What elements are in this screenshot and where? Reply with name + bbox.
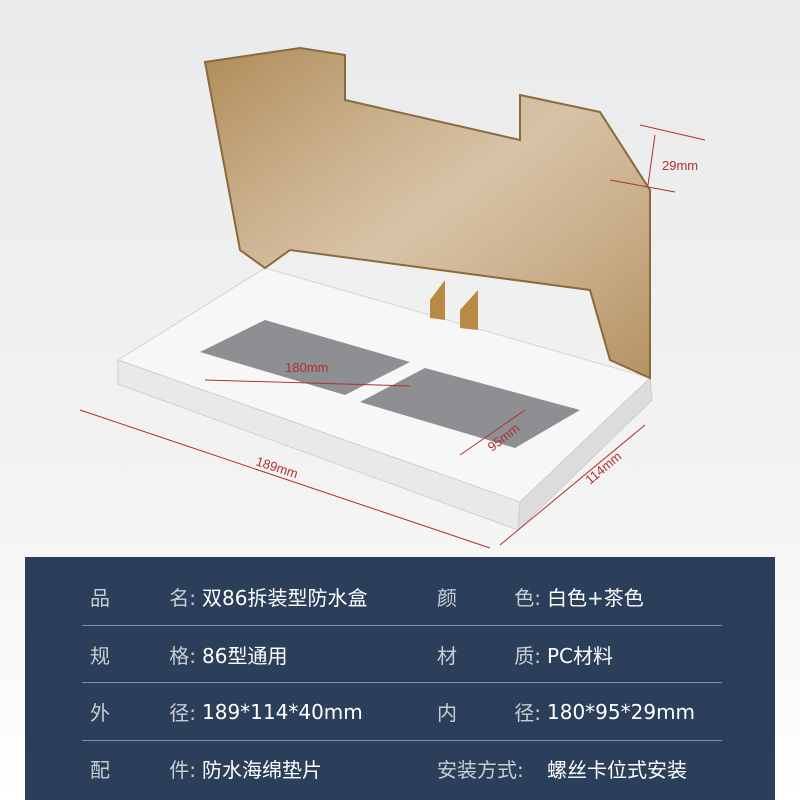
spec-left-1: 规 格:86型通用 — [90, 640, 287, 669]
product-photo: 29mm 180mm 95mm 189mm 114mm — [79, 46, 706, 549]
opening-left — [200, 320, 410, 395]
spec-label-a: 外 — [90, 701, 110, 725]
divider — [82, 625, 722, 626]
spec-value: 防水海绵垫片 — [202, 758, 322, 782]
spec-right-3: 安装方式: 螺丝卡位式安装 — [437, 754, 687, 783]
spec-label-b: 质: — [514, 644, 541, 668]
spec-value: 白色+茶色 — [547, 586, 644, 610]
spec-label-a: 颜 — [437, 586, 457, 610]
divider — [82, 682, 722, 683]
spec-label-a: 安装方式: — [437, 758, 524, 782]
dim-29mm: 29mm — [662, 158, 698, 173]
spec-panel — [25, 557, 775, 800]
spec-label: 颜 色: — [437, 582, 541, 611]
spec-label: 内 径: — [437, 697, 541, 726]
spec-label: 外 径: — [90, 697, 196, 726]
spec-left-2: 外 径:189*114*40mm — [90, 697, 363, 726]
spec-label-b: 色: — [514, 586, 541, 610]
spec-value: 189*114*40mm — [202, 699, 363, 724]
spec-label-b: 件: — [169, 758, 196, 782]
dim-189mm: 189mm — [254, 454, 300, 482]
spec-label: 规 格: — [90, 640, 196, 669]
spec-label-a: 配 — [90, 758, 110, 782]
spec-label: 品 名: — [90, 582, 196, 611]
divider — [82, 740, 722, 741]
spec-label-b: 径: — [169, 701, 196, 725]
dim-180mm: 180mm — [285, 360, 328, 375]
spec-label-a: 内 — [437, 701, 457, 725]
spec-value: 180*95*29mm — [547, 699, 696, 724]
spec-right-2: 内 径:180*95*29mm — [437, 697, 695, 726]
spec-right-1: 材 质:PC材料 — [437, 640, 613, 669]
spec-label-a: 品 — [90, 586, 110, 610]
opening-right — [360, 368, 580, 448]
spec-value: 双86拆装型防水盒 — [202, 586, 368, 610]
box-base — [116, 267, 653, 532]
spec-right-0: 颜 色:白色+茶色 — [437, 582, 644, 611]
spec-value: 螺丝卡位式安装 — [547, 758, 687, 782]
spec-left-3: 配 件:防水海绵垫片 — [90, 754, 322, 783]
spec-label-a: 材 — [437, 644, 457, 668]
spec-label-b: 名: — [169, 586, 196, 610]
spec-value: PC材料 — [547, 644, 614, 668]
spec-value: 86型通用 — [202, 644, 288, 668]
spec-label-a: 规 — [90, 644, 110, 668]
spec-label-b: 格: — [169, 644, 196, 668]
spec-label-b: 径: — [514, 701, 541, 725]
spec-label: 材 质: — [437, 640, 541, 669]
transparent-lid — [203, 46, 651, 380]
spec-label: 安装方式: — [437, 754, 541, 783]
spec-label: 配 件: — [90, 754, 196, 783]
spec-left-0: 品 名:双86拆装型防水盒 — [90, 582, 367, 611]
